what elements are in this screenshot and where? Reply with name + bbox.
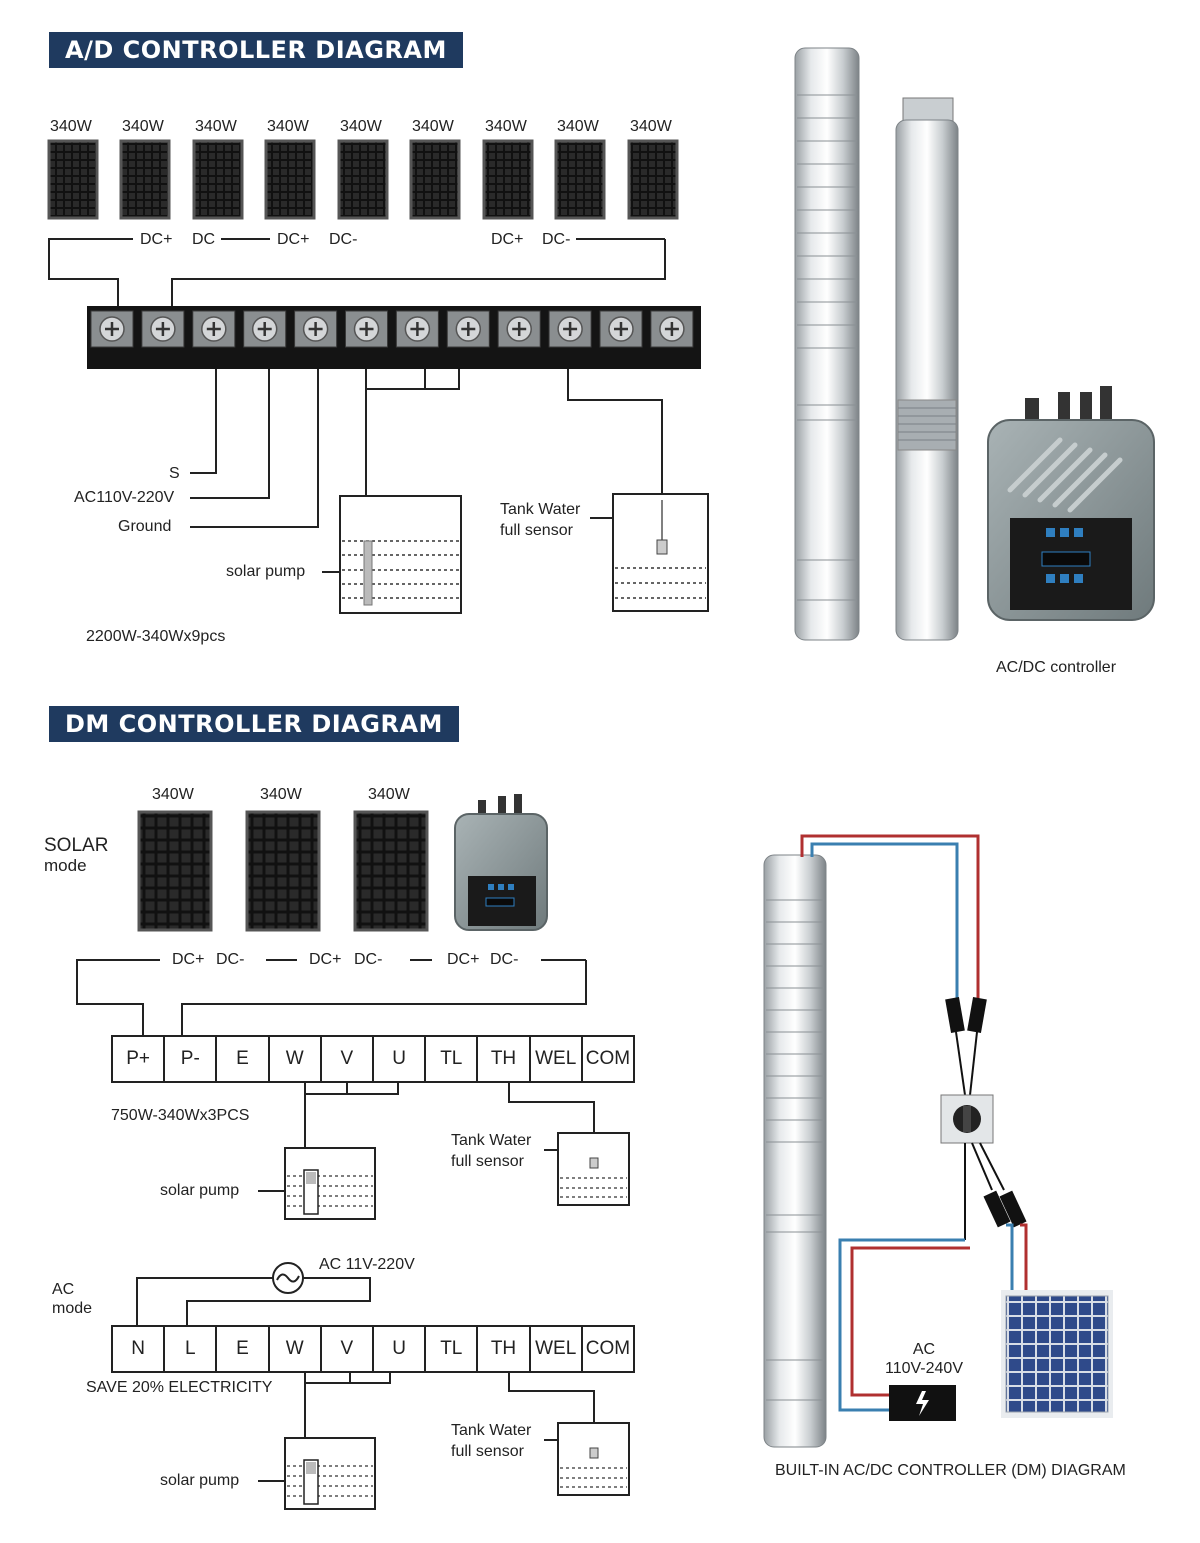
- ad-dc-label: DC+: [140, 231, 173, 248]
- dm-ac-terminal: V: [319, 1325, 374, 1373]
- ad-section-title: A/D CONTROLLER DIAGRAM: [49, 32, 463, 68]
- ad-panel-label: 340W: [485, 118, 527, 135]
- ad-terminal-screw: [548, 310, 592, 348]
- ad-solar-panels: [47, 139, 679, 220]
- dm-ac-terminal: N: [111, 1325, 166, 1373]
- dm-solar-terminal: WEL: [528, 1035, 583, 1083]
- ad-panel-label: 340W: [50, 118, 92, 135]
- dm-solar-mode-line1: SOLAR: [44, 835, 109, 856]
- ad-terminal-screw: [497, 310, 541, 348]
- ad-wire-s-label: S: [169, 465, 180, 482]
- ad-wire-ac-label: AC110V-220V: [74, 489, 175, 506]
- ad-pump-label: solar pump: [226, 563, 306, 580]
- ad-terminal-screw: [141, 310, 185, 348]
- dm-ac-mode-label: AC mode: [52, 1280, 92, 1318]
- dm-solar-terminal: P-: [163, 1035, 218, 1083]
- dm-solar-spec: 750W-340Wx3PCS: [111, 1107, 250, 1124]
- dm-sensor-label: Tank Water full sensor: [451, 1130, 531, 1172]
- ad-terminal-screws: [90, 310, 694, 348]
- ad-panel-label: 340W: [340, 118, 382, 135]
- dm-dc-label: DC-: [354, 951, 383, 968]
- ad-terminal-screw: [90, 310, 134, 348]
- ad-terminal-screw: [446, 310, 490, 348]
- dm-panel-label: 340W: [260, 786, 302, 803]
- ad-sensor-label: Tank Water full sensor: [500, 499, 580, 541]
- dm-solar-terminal: TL: [424, 1035, 479, 1083]
- dm-pump-label: solar pump: [160, 1182, 240, 1199]
- dm-ac-terminal: WEL: [528, 1325, 583, 1373]
- ad-terminal-screw: [599, 310, 643, 348]
- ad-terminal-screw: [345, 310, 388, 348]
- dm-ac-sensor-label: Tank Water full sensor: [451, 1420, 531, 1462]
- dm-ac-terminal: COM: [580, 1325, 635, 1373]
- dm-solar-mode-line2: mode: [44, 856, 87, 875]
- dm-ac-mode-line1: AC: [52, 1281, 75, 1298]
- ad-panel-label: 340W: [122, 118, 164, 135]
- ad-dc-label: DC-: [329, 231, 358, 248]
- dm-solar-mode-label: SOLAR mode: [44, 836, 108, 876]
- builtin-caption: BUILT-IN AC/DC CONTROLLER (DM) DIAGRAM: [775, 1462, 1126, 1479]
- dm-ac-sensor-label-line2: full sensor: [451, 1443, 524, 1460]
- dm-ac-terminal: E: [215, 1325, 270, 1373]
- dm-dc-label: DC+: [172, 951, 205, 968]
- ad-sensor-label-line1: Tank Water: [500, 501, 581, 518]
- dm-sensor-label-line1: Tank Water: [451, 1132, 532, 1149]
- dm-dc-label: DC+: [447, 951, 480, 968]
- dm-ac-sensor-label-line1: Tank Water: [451, 1422, 532, 1439]
- product-controller: [987, 386, 1155, 621]
- dm-ac-pump-label: solar pump: [160, 1472, 240, 1489]
- dm-solar-terminal: U: [372, 1035, 427, 1083]
- ad-dc-label: DC+: [277, 231, 310, 248]
- dm-sensor-label-line2: full sensor: [451, 1153, 524, 1170]
- dm-panel-label: 340W: [368, 786, 410, 803]
- dm-section-title: DM CONTROLLER DIAGRAM: [49, 706, 459, 742]
- builtin-ac-line1: AC: [912, 1341, 936, 1358]
- dm-solar-terminal: COM: [580, 1035, 635, 1083]
- product-pumps: [794, 47, 959, 641]
- dm-dc-label: DC-: [490, 951, 519, 968]
- dm-solar-terminal: E: [215, 1035, 270, 1083]
- dm-solar-terminal: P+: [111, 1035, 166, 1083]
- ad-terminal-screw: [192, 310, 236, 348]
- ad-panel-label: 340W: [630, 118, 672, 135]
- ad-panel-label: 340W: [195, 118, 237, 135]
- ad-sensor-label-line2: full sensor: [500, 522, 573, 539]
- ad-panel-label: 340W: [267, 118, 309, 135]
- dm-dc-label: DC-: [216, 951, 245, 968]
- dm-ac-terminal: W: [267, 1325, 322, 1373]
- builtin-ac-line2: 110V-240V: [885, 1360, 963, 1377]
- dm-dc-label: DC+: [309, 951, 342, 968]
- dm-ac-mode-line2: mode: [52, 1300, 93, 1317]
- dm-ac-terminal: U: [372, 1325, 427, 1373]
- dm-solar-terminal: V: [319, 1035, 374, 1083]
- ad-panel-label: 340W: [412, 118, 454, 135]
- ad-dc-label: DC-: [542, 231, 571, 248]
- ad-dc-label: DC: [192, 231, 216, 248]
- dm-solar-terminal: W: [267, 1035, 322, 1083]
- builtin-ac-label: AC 110V-240V: [880, 1340, 968, 1378]
- ad-panel-label: 340W: [557, 118, 599, 135]
- dm-ac-source-label: AC 11V-220V: [319, 1256, 415, 1273]
- ad-wire-ground-label: Ground: [118, 518, 172, 535]
- ad-terminal-screw: [294, 310, 338, 348]
- dm-solar-terminal: TH: [476, 1035, 531, 1083]
- product-caption: AC/DC controller: [996, 659, 1117, 676]
- ad-terminal-screw: [650, 310, 694, 348]
- ad-spec: 2200W-340Wx9pcs: [86, 628, 226, 645]
- dm-ac-terminal: TL: [424, 1325, 479, 1373]
- dm-ac-note: SAVE 20% ELECTRICITY: [86, 1379, 273, 1396]
- dm-ac-terminal: L: [163, 1325, 218, 1373]
- dm-panel-label: 340W: [152, 786, 194, 803]
- dm-ac-terminal: TH: [476, 1325, 531, 1373]
- ad-dc-label: DC+: [491, 231, 524, 248]
- ad-terminal-screw: [395, 310, 439, 348]
- ad-terminal-screw: [243, 310, 287, 348]
